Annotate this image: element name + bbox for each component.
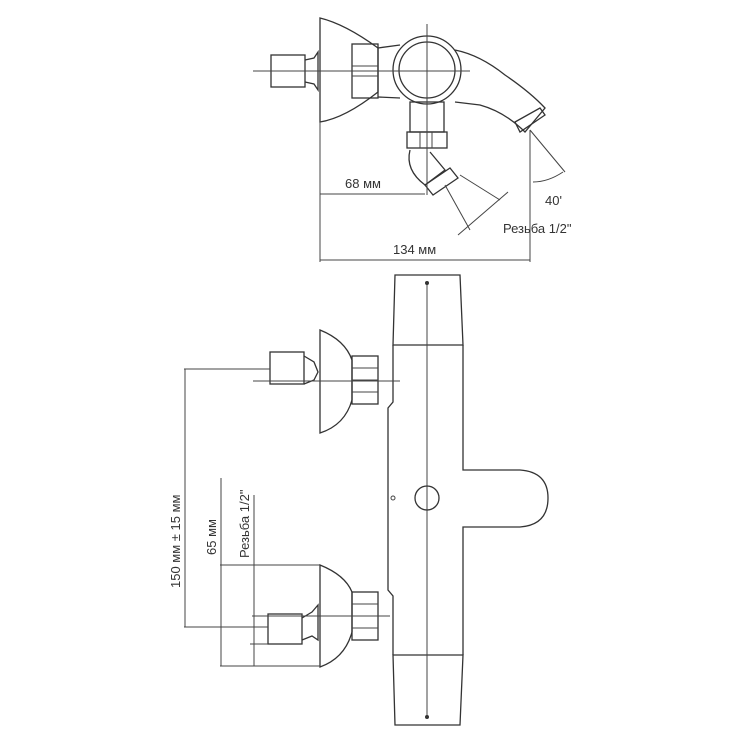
thread-label-top: Резьба 1/2" bbox=[503, 221, 572, 236]
dim-150-label: 150 мм ± 15 мм bbox=[168, 494, 183, 588]
angle-label: 40' bbox=[545, 193, 562, 208]
dim-65-label: 65 мм bbox=[204, 519, 219, 555]
front-view bbox=[184, 274, 549, 726]
thread-label-front: Резьба 1/2" bbox=[237, 489, 252, 558]
dim-134-label: 134 мм bbox=[393, 242, 436, 257]
dim-68-label: 68 мм bbox=[345, 176, 381, 191]
top-view bbox=[253, 17, 566, 262]
